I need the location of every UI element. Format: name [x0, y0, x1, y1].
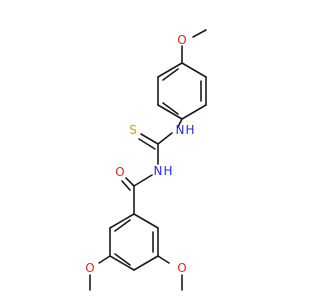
atom-nh-right: N H [176, 123, 195, 137]
bond-cs-1 [140, 133, 159, 145]
atom-s: S [129, 123, 137, 137]
bond-cs-2 [138, 138, 156, 150]
bond-ring2-d [109, 255, 135, 271]
bond-ring2-double-2 [114, 253, 131, 266]
svg-text:O: O [85, 261, 94, 275]
bond-methyl-top [192, 29, 207, 38]
molecule-structure: O N H S N H O O O [85, 29, 207, 291]
svg-text:O: O [177, 261, 186, 275]
bond-ring2-o-right [157, 255, 170, 264]
bond-ring1-nh [177, 118, 183, 128]
svg-text:N: N [176, 123, 185, 137]
bond-nh-cs [157, 132, 173, 145]
bond-ring1-double-3 [162, 68, 179, 81]
bond-nh-co [133, 174, 153, 187]
bond-ring2-o-left [98, 255, 111, 264]
svg-text:H: H [163, 164, 172, 178]
atom-o-left: O [85, 261, 94, 275]
svg-text:N: N [154, 164, 163, 178]
bond-ring2-double-3 [114, 219, 131, 232]
svg-text:O: O [177, 33, 186, 47]
bond-ring2-c [133, 255, 159, 271]
bond-ring2-a [133, 213, 159, 229]
bond-ring1-c [181, 104, 207, 120]
bond-ring1-a [181, 62, 207, 78]
bond-ring1-f [157, 62, 183, 78]
bond-ring2-f [109, 213, 135, 229]
atom-o-right: O [177, 261, 186, 275]
atom-o-top: O [177, 33, 186, 47]
bond-co-2 [121, 180, 131, 191]
svg-text:H: H [185, 123, 194, 137]
bond-ring1-d [157, 104, 183, 120]
svg-text:S: S [129, 123, 137, 137]
atom-nh-mid: N H [154, 164, 173, 178]
bond-co-1 [125, 177, 135, 187]
bond-ring1-double-2 [162, 102, 179, 115]
atom-o-carbonyl: O [115, 165, 124, 179]
svg-text:O: O [115, 165, 124, 179]
